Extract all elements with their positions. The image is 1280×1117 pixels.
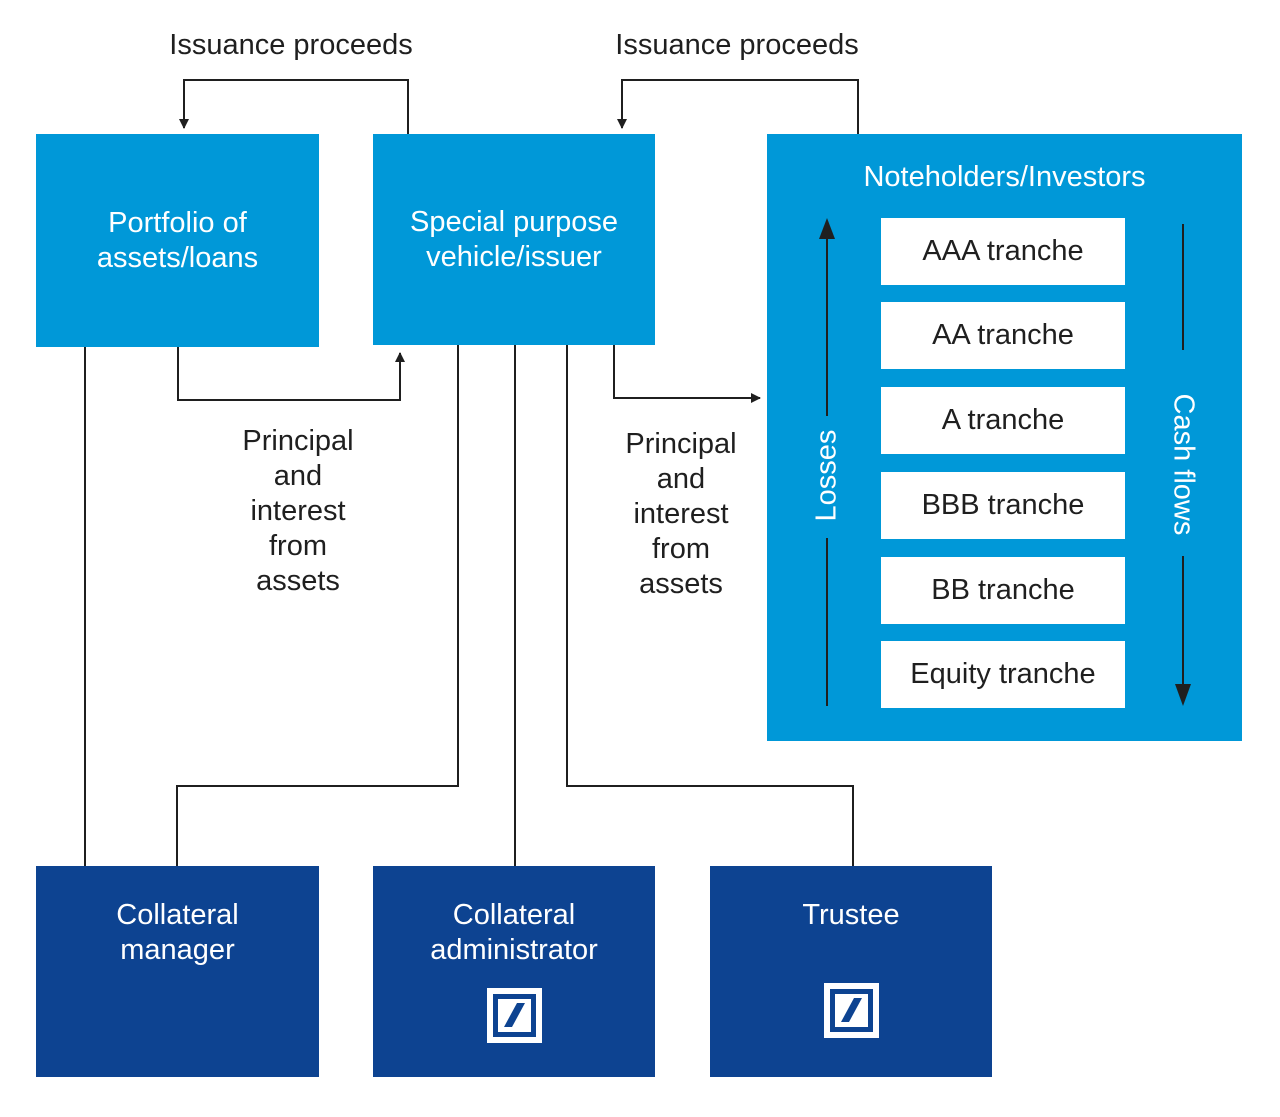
collateral-administrator-box: Collateral administrator — [373, 866, 655, 1077]
cash-flows-label: Cash flows — [1167, 393, 1200, 536]
portfolio-box: Portfolio of assets/loans — [36, 134, 319, 347]
tranche-bbb: BBB tranche — [881, 472, 1125, 539]
collateral-administrator-line-1: Collateral — [452, 899, 576, 931]
principal-arrow-right — [613, 345, 761, 403]
collateral-administrator-line-2: administrator — [430, 934, 598, 966]
spv-box-line-2: vehicle/issuer — [426, 240, 602, 273]
losses-label: Losses — [810, 429, 843, 522]
deutsche-bank-logo-icon — [823, 983, 879, 1038]
collateral-manager-box: Collateral manager — [36, 866, 319, 1077]
tranche-a: A tranche — [881, 387, 1125, 454]
investors-title: Noteholders/Investors — [863, 161, 1146, 193]
spv-to-manager-line — [176, 345, 459, 866]
issuance-proceeds-label-right: Issuance proceeds — [615, 29, 859, 61]
spv-box: Special purpose vehicle/issuer — [373, 134, 655, 345]
tranche-equity: Equity tranche — [881, 641, 1125, 708]
portfolio-box-line-1: Portfolio of — [108, 206, 247, 239]
principal-arrow-left — [177, 347, 405, 401]
issuance-arrow-right — [617, 79, 859, 134]
trustee-box: Trustee — [710, 866, 992, 1077]
principal-interest-label-right: Principal and interest from assets — [625, 428, 737, 600]
tranche-bb: BB tranche — [881, 557, 1125, 624]
deutsche-bank-logo-icon — [486, 988, 542, 1043]
trustee-label: Trustee — [802, 899, 900, 931]
spv-box-line-1: Special purpose — [410, 205, 618, 238]
issuance-arrow-left — [179, 79, 409, 134]
principal-interest-label-left: Principal and interest from assets — [242, 425, 354, 597]
tranche-aa: AA tranche — [881, 302, 1125, 369]
issuance-proceeds-label-left: Issuance proceeds — [169, 29, 413, 61]
collateral-manager-line-2: manager — [120, 934, 235, 966]
collateral-manager-line-1: Collateral — [116, 899, 239, 931]
tranche-aaa: AAA tranche — [881, 218, 1125, 285]
investors-panel: Noteholders/Investors AAA tranche AA tra… — [767, 134, 1242, 741]
spv-to-trustee-line — [566, 345, 854, 866]
losses-arrow — [819, 218, 1191, 706]
portfolio-box-line-2: assets/loans — [96, 241, 259, 274]
